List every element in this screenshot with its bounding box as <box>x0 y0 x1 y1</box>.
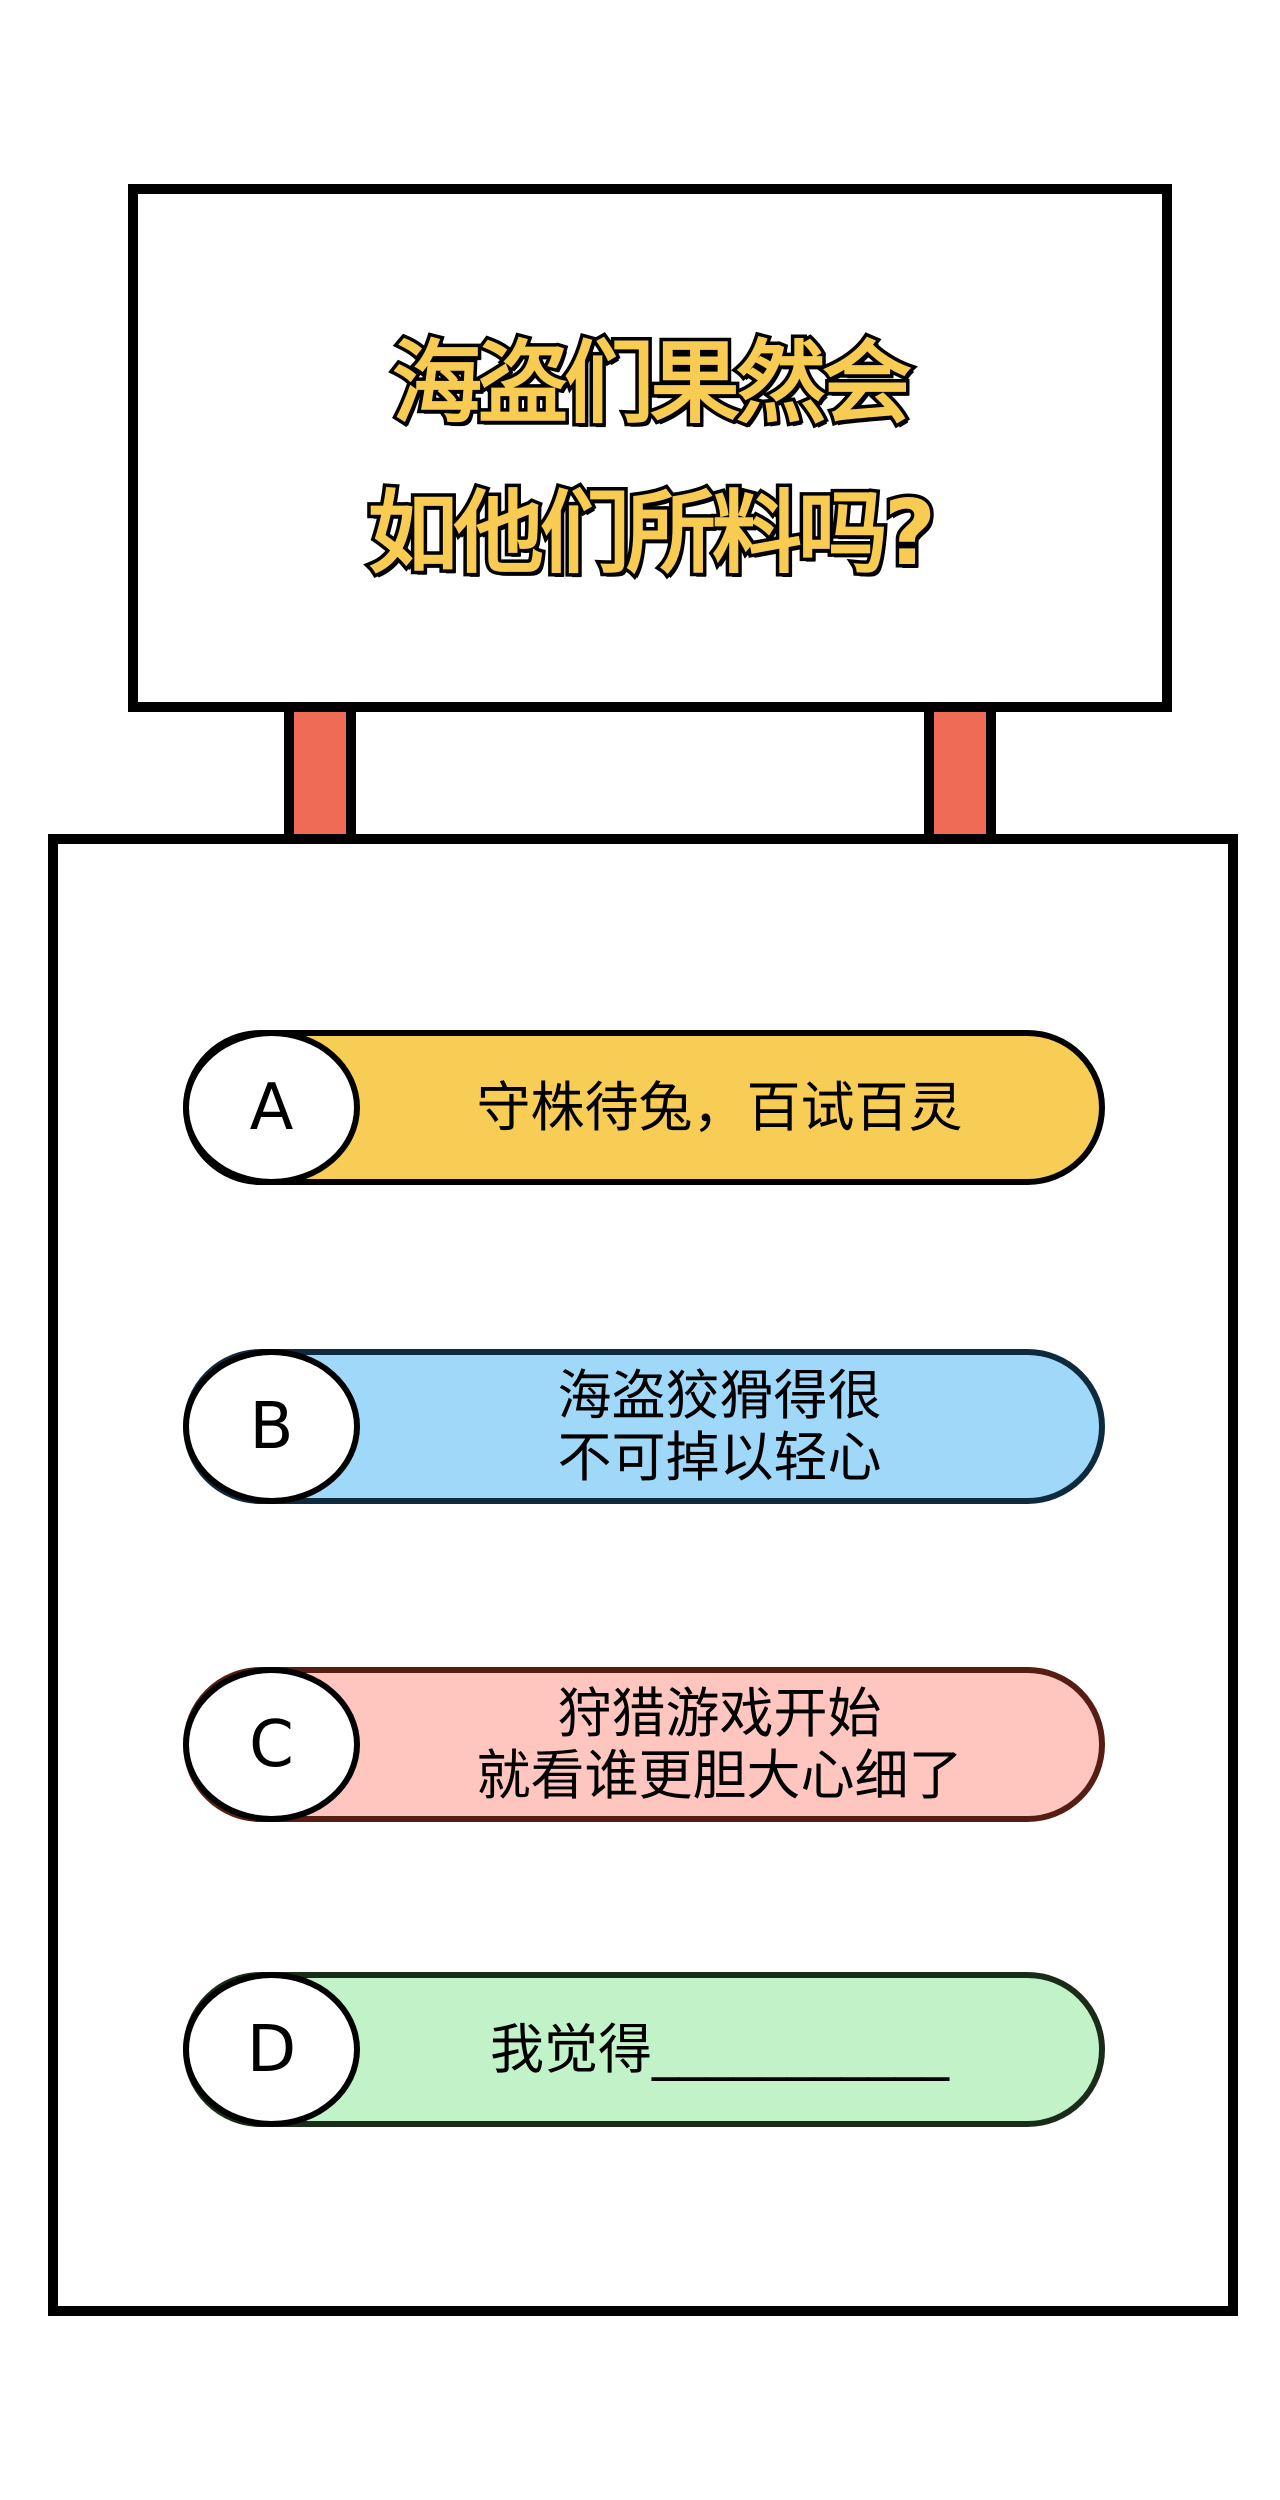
option-c-line-2: 就看谁更胆大心细了 <box>476 1743 963 1807</box>
option-a[interactable]: A 守株待兔，百试百灵 <box>183 1030 1105 1185</box>
sign-post-left <box>284 702 356 844</box>
option-c-text: 狩猎游戏开始 就看谁更胆大心细了 <box>360 1673 1079 1816</box>
question-title-line-1: 海盗们果然会 <box>389 328 916 440</box>
option-b-line-2: 不可掉以轻心 <box>557 1425 882 1489</box>
question-title: 海盗们果然会 如他们所料吗? <box>138 309 1162 609</box>
option-letter: B <box>249 1389 294 1464</box>
option-b-line-1: 海盗狡猾得很 <box>557 1363 882 1427</box>
option-a-text: 守株待兔，百试百灵 <box>360 1036 1079 1179</box>
option-letter: D <box>246 2012 297 2087</box>
option-d-letter-badge: D <box>183 1972 360 2127</box>
option-d-text: 我觉得___________ <box>360 1978 1079 2121</box>
question-sign: 海盗们果然会 如他们所料吗? <box>128 184 1172 712</box>
option-d-line-1: 我觉得___________ <box>490 2017 949 2081</box>
option-b[interactable]: B 海盗狡猾得很 不可掉以轻心 <box>183 1349 1105 1504</box>
option-letter: C <box>249 1707 294 1782</box>
option-a-line-1: 守株待兔，百试百灵 <box>476 1075 963 1139</box>
option-b-letter-badge: B <box>183 1349 360 1504</box>
question-title-line-2: 如他们所料吗? <box>364 478 939 590</box>
option-c[interactable]: C 狩猎游戏开始 就看谁更胆大心细了 <box>183 1667 1105 1822</box>
option-a-letter-badge: A <box>183 1030 360 1185</box>
option-c-line-1: 狩猎游戏开始 <box>557 1681 882 1745</box>
option-b-text: 海盗狡猾得很 不可掉以轻心 <box>360 1355 1079 1498</box>
sign-post-right <box>924 702 996 844</box>
option-letter: A <box>249 1070 294 1145</box>
option-d[interactable]: D 我觉得___________ <box>183 1972 1105 2127</box>
option-c-letter-badge: C <box>183 1667 360 1822</box>
